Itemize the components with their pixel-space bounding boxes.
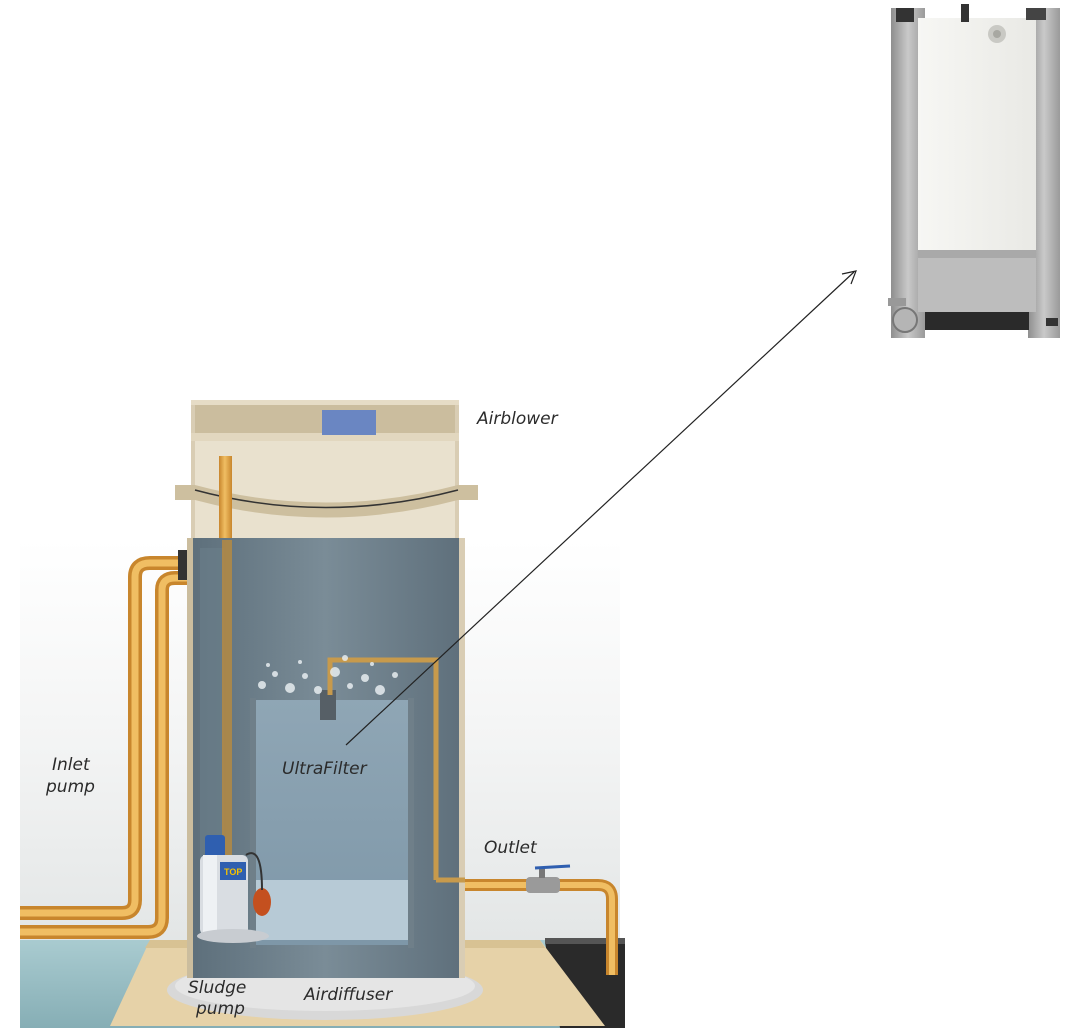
ultrafilter-module <box>250 657 465 948</box>
inlet-pump-label-line1: Inlet <box>52 755 90 775</box>
sludge-pump-label: Sludge pump <box>188 978 246 1020</box>
inlet-pump-label: Inlet pump <box>46 754 95 798</box>
airblower-cabinet <box>175 400 478 546</box>
ultrafilter-product <box>888 4 1060 338</box>
sludge-pump-label-line1: Sludge <box>188 978 247 998</box>
outlet-pipe <box>465 879 618 975</box>
pump-badge: TOP <box>224 867 242 877</box>
sludge-pump-label-line2: pump <box>196 999 245 1019</box>
airblower-label: Airblower <box>477 409 558 429</box>
airdiffuser-label: Airdiffuser <box>304 985 393 1005</box>
inlet-pump-label-line2: pump <box>46 777 95 797</box>
inlet-pipes <box>20 550 192 939</box>
air-bubbles <box>258 655 398 695</box>
sludge-pump: TOP <box>197 835 271 943</box>
ultrafilter-label: UltraFilter <box>282 759 367 779</box>
outlet-valve <box>526 864 571 893</box>
outlet-label: Outlet <box>484 838 537 858</box>
ultrafilter-pointer <box>345 270 857 746</box>
